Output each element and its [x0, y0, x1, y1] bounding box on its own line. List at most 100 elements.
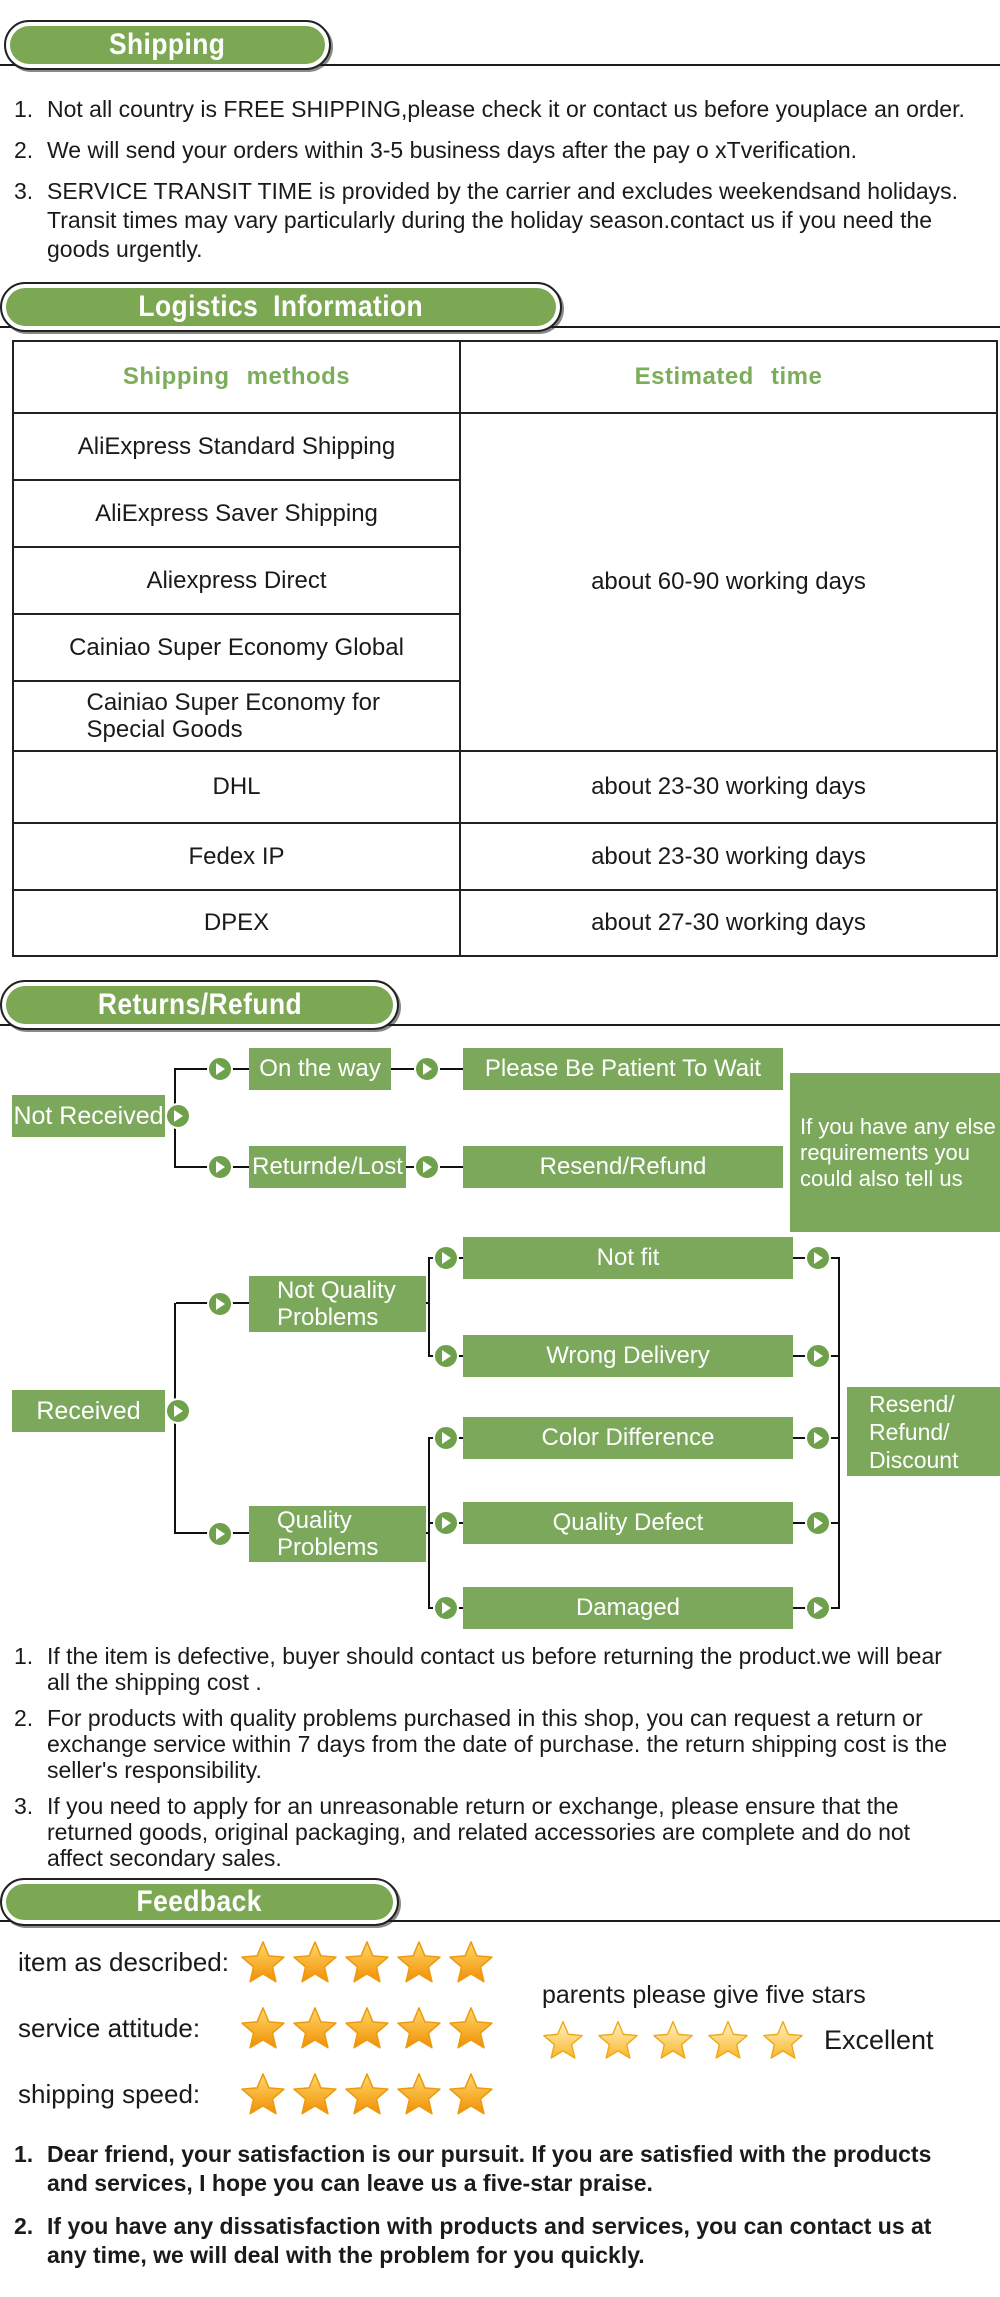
shipping-method-cell: AliExpress Standard Shipping: [12, 412, 461, 481]
star-icon: [449, 1941, 493, 1983]
returns-section-title: Returns/Refund: [97, 988, 302, 1021]
arrow-node-icon: [207, 1291, 233, 1317]
star-icon: [293, 2007, 337, 2049]
connector-line: [428, 1257, 430, 1357]
flow-box-color-difference: Color Difference: [463, 1417, 793, 1459]
flow-box-damaged: Damaged: [463, 1587, 793, 1629]
star-icon: [397, 2073, 441, 2115]
estimated-time-cell: about 23-30 working days: [459, 750, 998, 824]
rating-label: item as described:: [18, 1946, 229, 1977]
column-header-shipping-methods: Shipping methods: [12, 340, 461, 414]
flow-box-quality-problems: Quality Problems: [249, 1506, 426, 1562]
shipping-method-cell: Cainiao Super Economy for Special Goods: [12, 680, 461, 752]
star-icon: [241, 1941, 285, 1983]
flow-box-received: Received: [12, 1390, 165, 1432]
arrow-node-icon: [414, 1154, 440, 1180]
shipping-section-title: Shipping: [109, 28, 226, 61]
table-row: AliExpress Saver Shipping: [12, 479, 997, 548]
star-icon: [241, 2007, 285, 2049]
list-item: Not all country is FREE SHIPPING,please …: [14, 95, 965, 124]
arrow-node-icon: [207, 1154, 233, 1180]
five-star-request: parents please give five stars Excellent: [542, 1981, 934, 2060]
shipping-method-cell: Aliexpress Direct: [12, 546, 461, 615]
shipping-method-cell: DHL: [12, 750, 461, 824]
shipping-method-cell: AliExpress Saver Shipping: [12, 479, 461, 548]
list-item: If the item is defective, buyer should c…: [14, 1643, 942, 1695]
star-icon: [293, 2073, 337, 2115]
star-icon: [653, 2020, 693, 2059]
table-row: Aliexpress Direct: [12, 546, 997, 615]
section-divider-line: [0, 1920, 1000, 1922]
arrow-node-icon: [805, 1595, 831, 1621]
excellent-label: Excellent: [824, 2024, 934, 2055]
table-row: Fedex IP about 23-30 working days: [12, 822, 998, 891]
arrow-node-icon: [805, 1425, 831, 1451]
star-icon: [449, 2007, 493, 2049]
estimated-time-cell: about 23-30 working days: [459, 822, 998, 891]
rating-row-shipping-speed: shipping speed:: [18, 2070, 494, 2118]
feedback-section-title: Feedback: [136, 1885, 263, 1918]
section-divider-line: [0, 1024, 1000, 1026]
section-divider-line: [0, 64, 1000, 66]
flow-box-not-quality-problems: Not Quality Problems: [249, 1276, 426, 1332]
arrow-node-icon: [805, 1343, 831, 1369]
returns-flowchart: Not Received On the way Please Be Patien…: [0, 1040, 1000, 1644]
table-row: DHL about 23-30 working days: [12, 750, 998, 824]
feedback-notes-list: Dear friend, your satisfaction is our pu…: [0, 2140, 976, 2284]
five-star-note: parents please give five stars: [542, 1981, 866, 2009]
flow-box-returned-lost: Returnde/Lost: [249, 1146, 406, 1188]
estimated-time-cell: about 27-30 working days: [459, 889, 998, 957]
feedback-ratings: item as described: service attitude: shi…: [0, 1935, 1000, 2135]
star-icon: [763, 2020, 803, 2059]
flow-box-wrong-delivery: Wrong Delivery: [463, 1335, 793, 1377]
star-icon: [241, 2073, 285, 2115]
logistics-section-title: Logistics Information: [138, 290, 424, 323]
star-rating: [240, 2072, 494, 2116]
arrow-node-icon: [805, 1245, 831, 1271]
star-icon: [708, 2020, 748, 2059]
arrow-node-icon: [165, 1398, 191, 1424]
star-rating: [542, 2020, 804, 2060]
shipping-notes-list: Not all country is FREE SHIPPING,please …: [0, 95, 976, 276]
rating-label: service attitude:: [18, 2012, 201, 2043]
list-item: We will send your orders within 3-5 busi…: [14, 136, 858, 165]
list-item: Dear friend, your satisfaction is our pu…: [14, 2140, 932, 2196]
list-item: If you have any dissatisfaction with pro…: [14, 2212, 932, 2268]
star-icon: [345, 1941, 389, 1983]
star-icon: [397, 1941, 441, 1983]
connector-line: [838, 1257, 840, 1609]
list-item: For products with quality problems purch…: [14, 1705, 948, 1783]
list-item: SERVICE TRANSIT TIME is provided by the …: [14, 177, 959, 262]
star-icon: [449, 2073, 493, 2115]
arrow-node-icon: [207, 1056, 233, 1082]
shipping-method-cell: Fedex IP: [12, 822, 461, 891]
shipping-method-cell: DPEX: [12, 889, 461, 957]
flow-box-resend-refund-discount: Resend/ Refund/ Discount: [847, 1387, 1000, 1476]
estimated-time-merged-cell: about 60-90 working days: [459, 412, 998, 752]
star-icon: [293, 1941, 337, 1983]
list-item: If you need to apply for an unreasonable…: [14, 1793, 911, 1871]
shipping-section-header: Shipping: [4, 20, 331, 70]
table-row: AliExpress Standard Shipping about 60-90…: [12, 412, 998, 752]
returns-section-header: Returns/Refund: [0, 980, 399, 1030]
star-icon: [543, 2020, 583, 2059]
arrow-node-icon: [805, 1510, 831, 1536]
star-icon: [345, 2073, 389, 2115]
rating-row-item-as-described: item as described:: [18, 1938, 494, 1986]
star-icon: [397, 2007, 441, 2049]
flow-box-resend-refund: Resend/Refund: [463, 1146, 783, 1188]
arrow-node-icon: [433, 1425, 459, 1451]
table-row: Cainiao Super Economy for Special Goods: [12, 680, 997, 752]
star-icon: [598, 2020, 638, 2059]
returns-notes-list: If the item is defective, buyer should c…: [0, 1643, 976, 1881]
arrow-node-icon: [433, 1595, 459, 1621]
arrow-node-icon: [165, 1103, 191, 1129]
table-header-row: Shipping methods Estimated time: [12, 340, 998, 414]
logistics-table: Shipping methods Estimated time AliExpre…: [12, 340, 998, 957]
flow-box-not-fit: Not fit: [463, 1237, 793, 1279]
star-rating: [240, 2006, 494, 2050]
flow-box-please-wait: Please Be Patient To Wait: [463, 1048, 783, 1090]
column-header-estimated-time: Estimated time: [459, 340, 998, 414]
flow-box-else-note: If you have any else requirements you co…: [790, 1073, 1000, 1232]
star-rating: [240, 1940, 494, 1984]
